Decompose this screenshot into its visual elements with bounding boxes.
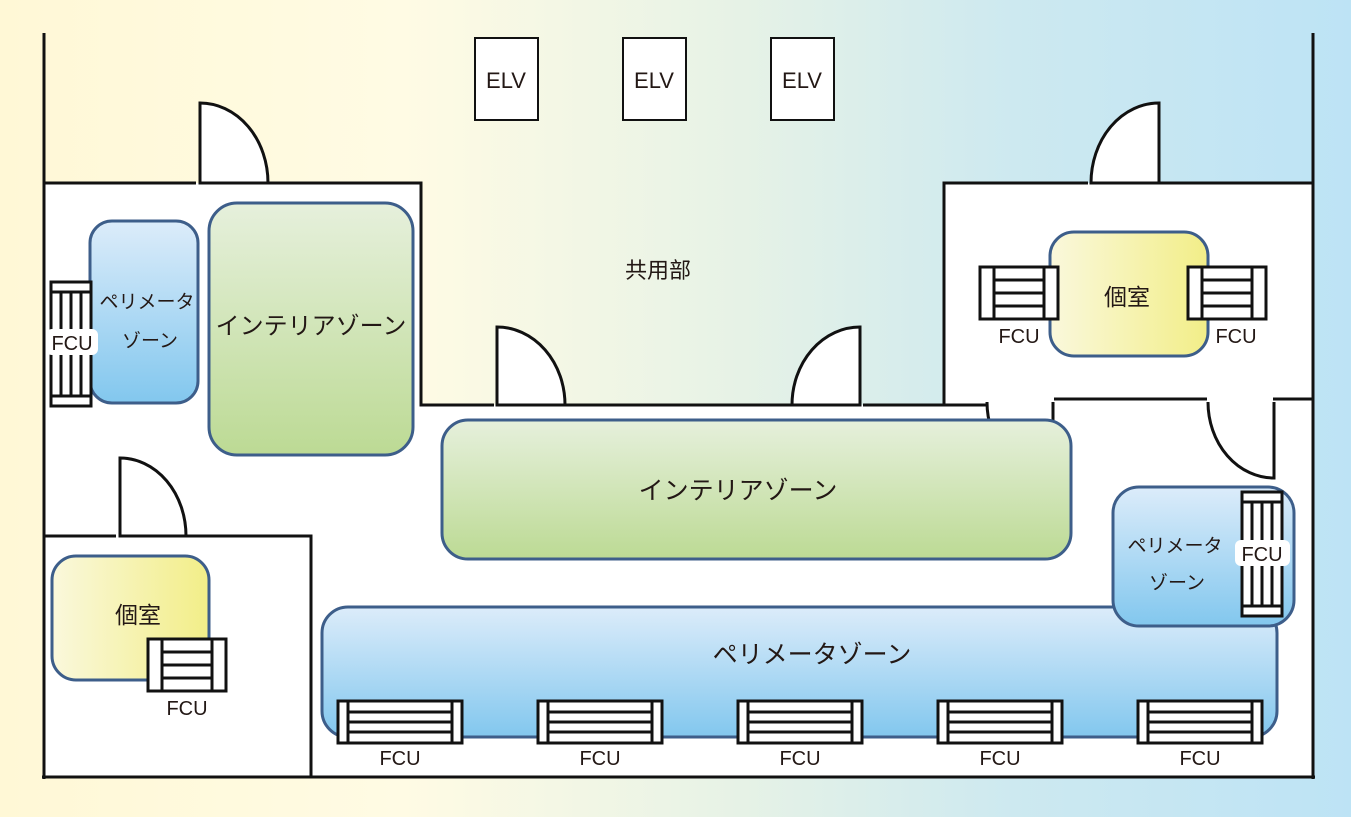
fcu-unit: FCU <box>936 699 1064 770</box>
room-label: 個室 <box>1104 284 1150 310</box>
zone-label: ペリメータゾーン <box>713 641 912 669</box>
interior-zone-center: インテリアゾーン <box>440 418 1073 561</box>
zone-label: ゾーン <box>1149 572 1205 594</box>
elevator-label: ELV <box>634 68 674 93</box>
fcu-label: FCU <box>998 326 1039 348</box>
fcu-label: FCU <box>1215 326 1256 348</box>
elevator-label: ELV <box>782 68 822 93</box>
fcu-label: FCU <box>166 698 207 720</box>
fcu-unit: FCU <box>146 637 228 720</box>
fcu-label: FCU <box>51 333 92 355</box>
perimeter-zone-left: ペリメータ ゾーン <box>88 219 200 405</box>
door <box>118 456 188 538</box>
fcu-label: FCU <box>1241 544 1282 566</box>
zone-label: インテリアゾーン <box>216 313 407 340</box>
elevator: ELV <box>474 37 539 121</box>
fcu-unit: FCU <box>978 265 1060 348</box>
fcu-label: FCU <box>579 748 620 770</box>
door <box>198 101 270 185</box>
fcu-unit: FCU <box>1235 490 1290 618</box>
fcu-unit: FCU <box>736 699 864 770</box>
door <box>495 325 567 407</box>
door <box>1089 101 1161 185</box>
common-area-label: 共用部 <box>625 258 691 283</box>
elevator-label: ELV <box>486 68 526 93</box>
door <box>790 325 862 407</box>
door <box>1206 401 1276 480</box>
fcu-unit: FCU <box>1136 699 1264 770</box>
fcu-label: FCU <box>979 748 1020 770</box>
interior-zone-left: インテリアゾーン <box>207 201 415 457</box>
zone-label: ペリメータ <box>1127 535 1222 557</box>
zone-label: ゾーン <box>122 330 178 352</box>
zone-label: インテリアゾーン <box>639 477 838 505</box>
fcu-unit: FCU <box>536 699 664 770</box>
fcu-label: FCU <box>779 748 820 770</box>
elevator: ELV <box>622 37 687 121</box>
zone-label: ペリメータ <box>99 291 194 313</box>
private-room-top-right: 個室 <box>1048 230 1210 358</box>
elevator: ELV <box>770 37 835 121</box>
fcu-unit: FCU <box>1186 265 1268 348</box>
fcu-unit: FCU <box>336 699 464 770</box>
fcu-unit: FCU <box>46 280 98 408</box>
fcu-label: FCU <box>1179 748 1220 770</box>
fcu-label: FCU <box>379 748 420 770</box>
room-label: 個室 <box>115 602 161 628</box>
